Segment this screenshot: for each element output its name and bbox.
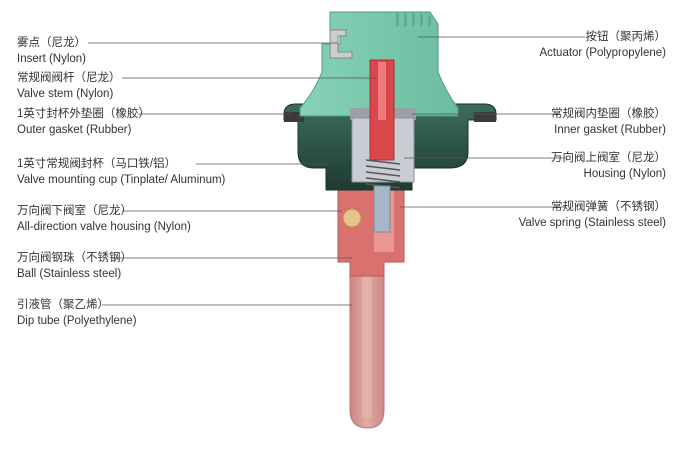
label-ball-en: Ball (Stainless steel) [17,268,122,280]
label-mounting-cup: 1英寸常规阀封杯（马口铁/铝） Valve mounting cup (Tinp… [17,156,225,188]
label-actuator: 按钮（聚丙烯） Actuator (Polypropylene) [539,29,666,61]
label-outer-gasket-en: Outer gasket (Rubber) [17,124,132,136]
label-valve-spring: 常规阀弹簧（不锈钢） Valve spring (Stainless steel… [519,199,666,231]
label-inner-gasket-zh: 常规阀内垫圈（橡胶） [551,108,666,120]
label-insert: 雾点（尼龙） Insert (Nylon) [17,35,86,67]
label-lower-housing-zh: 万向阀下阀室（尼龙） [17,205,132,217]
label-mounting-cup-en: Valve mounting cup (Tinplate/ Aluminum) [17,174,226,186]
dip-tube-inner [362,268,372,418]
cup-rim-right [474,112,496,122]
insert [329,29,353,59]
label-mounting-cup-zh: 1英寸常规阀封杯（马口铁/铝） [17,158,177,170]
label-upper-housing-en: Housing (Nylon) [583,168,666,180]
label-lower-housing: 万向阀下阀室（尼龙） All-direction valve housing (… [17,203,191,235]
label-valve-stem-en: Valve stem (Nylon) [17,88,114,100]
ball [342,208,362,228]
label-upper-housing: 万向阀上阀室（尼龙） Housing (Nylon) [551,150,666,182]
valve-spring [365,159,401,189]
spring-seat [373,185,391,233]
label-inner-gasket-en: Inner gasket (Rubber) [554,124,666,136]
valve-stem-bore [378,62,386,120]
label-dip-tube-en: Dip tube (Polyethylene) [17,315,137,327]
label-ball: 万向阀钢珠（不锈钢） Ball (Stainless steel) [17,250,132,282]
label-actuator-zh: 按钮（聚丙烯） [585,31,667,43]
label-valve-spring-zh: 常规阀弹簧（不锈钢） [551,201,666,213]
label-insert-zh: 雾点（尼龙） [17,37,86,49]
label-upper-housing-zh: 万向阀上阀室（尼龙） [551,152,666,164]
label-outer-gasket-zh: 1英寸封杯外垫圈（橡胶） [17,108,150,120]
label-lower-housing-en: All-direction valve housing (Nylon) [17,221,191,233]
label-actuator-en: Actuator (Polypropylene) [539,47,666,59]
label-valve-stem-zh: 常规阀阀杆（尼龙） [17,72,121,84]
label-inner-gasket: 常规阀内垫圈（橡胶） Inner gasket (Rubber) [551,106,666,138]
label-dip-tube-zh: 引液管（聚乙烯） [17,299,109,311]
outer-gasket [284,112,304,122]
label-outer-gasket: 1英寸封杯外垫圈（橡胶） Outer gasket (Rubber) [17,106,150,138]
label-dip-tube: 引液管（聚乙烯） Dip tube (Polyethylene) [17,297,137,329]
label-insert-en: Insert (Nylon) [17,53,87,65]
label-valve-stem: 常规阀阀杆（尼龙） Valve stem (Nylon) [17,70,121,102]
actuator-ridges [396,12,431,26]
label-valve-spring-en: Valve spring (Stainless steel) [518,217,666,229]
label-ball-zh: 万向阀钢珠（不锈钢） [17,252,132,264]
leader-lines [88,36,585,306]
lower-housing [337,185,405,277]
